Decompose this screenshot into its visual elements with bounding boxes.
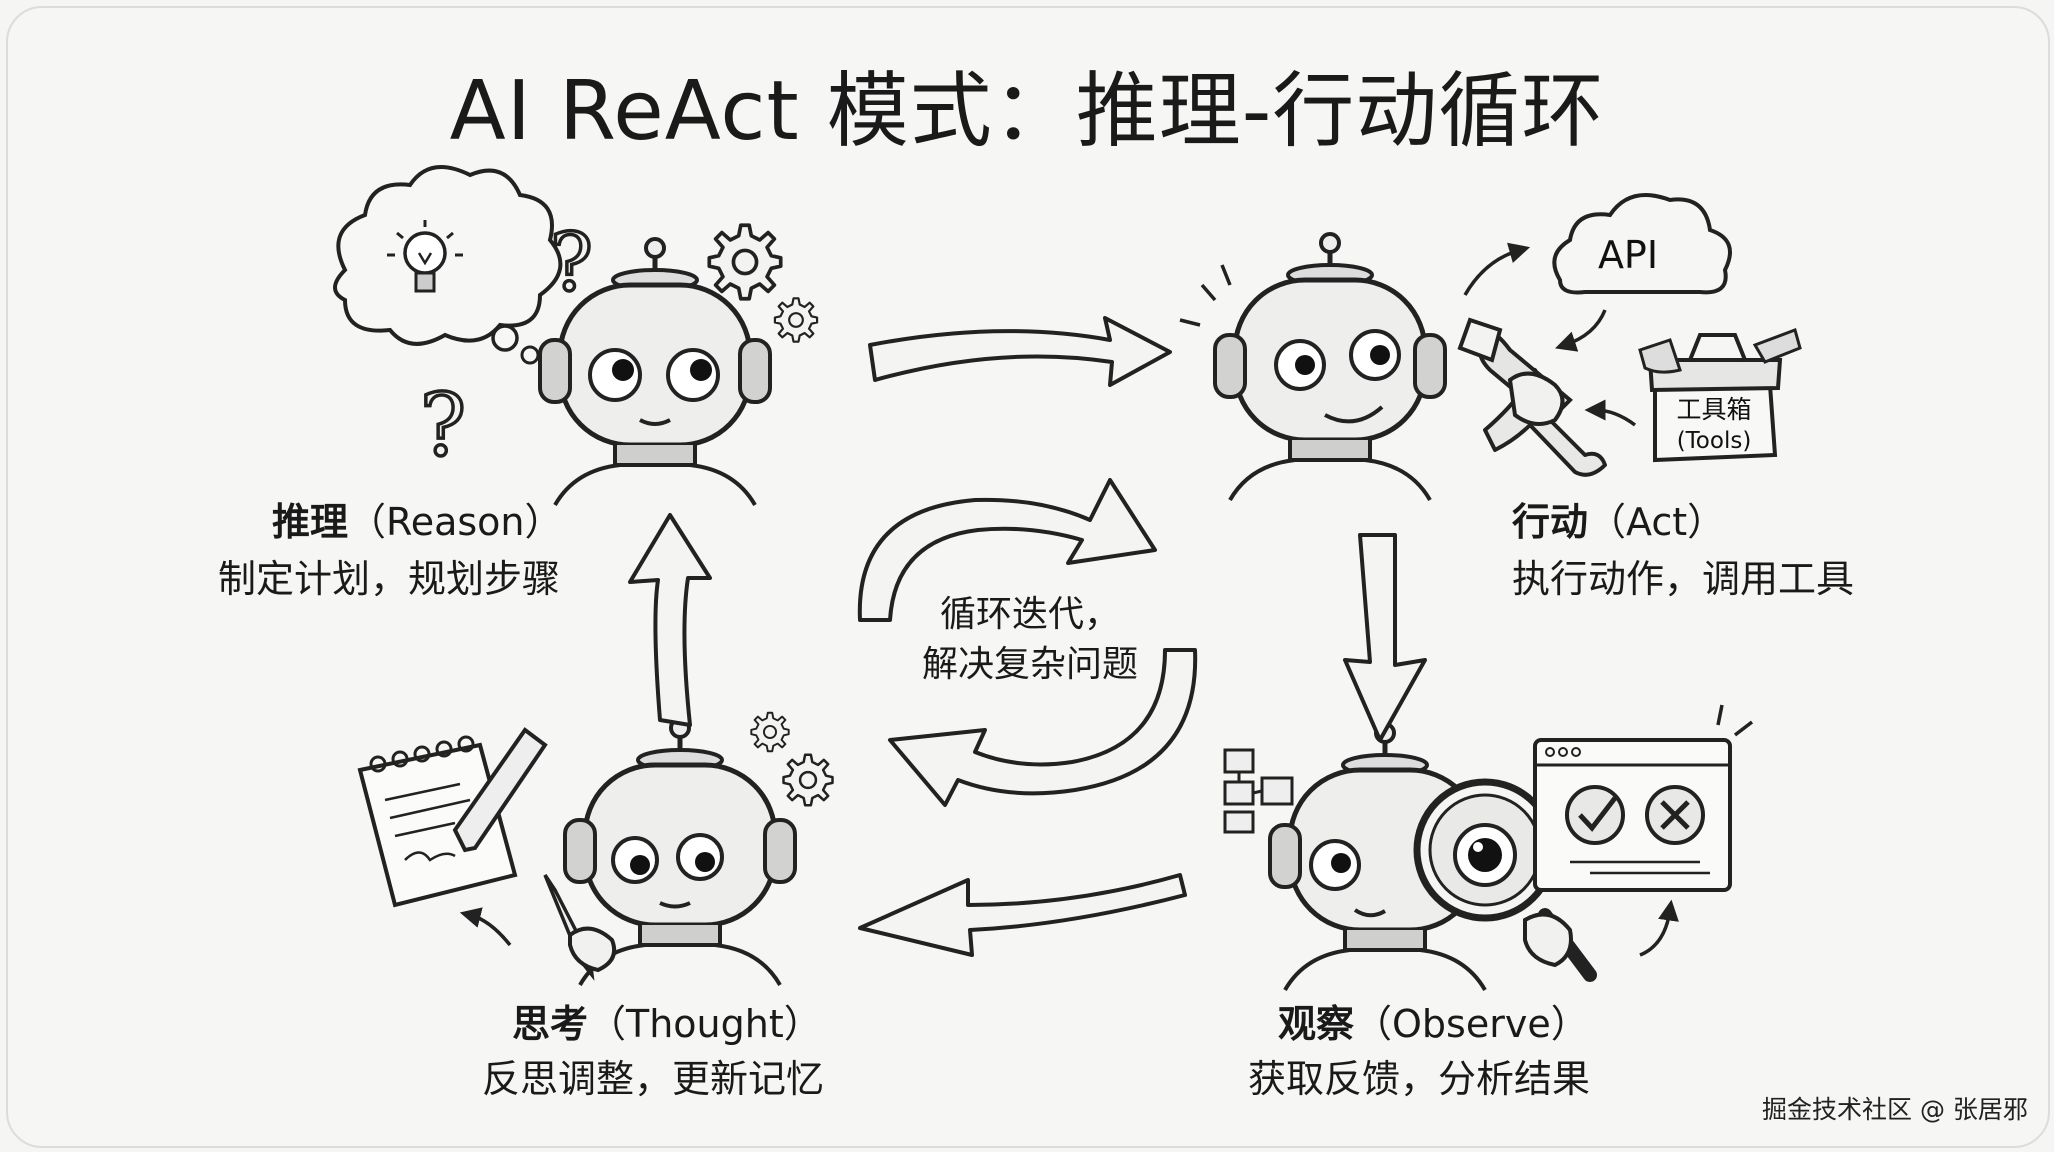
center-text: 循环迭代， 解决复杂问题 [880, 590, 1180, 690]
flowchart-icon [1225, 750, 1292, 832]
svg-text:(Tools): (Tools) [1677, 428, 1752, 454]
observe-label: 观察（Observe） [1278, 993, 1589, 1048]
center-line-2: 解决复杂问题 [880, 640, 1180, 690]
arrow-icon [1465, 250, 1520, 295]
act-desc: 执行动作，调用工具 [1512, 548, 1854, 603]
robot-hand-icon [1510, 374, 1563, 424]
thought-label: 思考（Thought） [512, 993, 822, 1048]
robot-hand-icon [570, 929, 614, 970]
question-mark-icon: ? [550, 216, 593, 309]
observe-title: 观察 [1278, 1002, 1354, 1046]
reason-desc: 制定计划，规划步骤 [218, 548, 560, 603]
act-title: 行动 [1512, 500, 1588, 544]
toolbox-icon: 工具箱 (Tools) [1640, 330, 1800, 460]
reason-label: 推理（Reason） [272, 491, 563, 546]
observe-desc: 获取反馈，分析结果 [1248, 1048, 1590, 1103]
arrow-icon [470, 915, 510, 945]
act-robot [1180, 234, 1445, 500]
arrow-icon [1595, 410, 1635, 425]
thought-title-en: （Thought） [588, 1002, 822, 1046]
watermark: 掘金技术社区 @ 张居邪 [1762, 1090, 2028, 1126]
arrow-reason-to-act [870, 318, 1170, 385]
question-mark-icon: ? [420, 376, 466, 476]
cloud-icon: API [1554, 195, 1730, 293]
thought-desc: 反思调整，更新记忆 [482, 1048, 824, 1103]
arrow-thought-to-reason [630, 515, 710, 725]
page-title: AI ReAct 模式：推理-行动循环 [0, 44, 2054, 163]
center-line-1: 循环迭代， [880, 590, 1180, 640]
reason-title-en: （Reason） [348, 500, 563, 544]
arrow-icon [1565, 310, 1605, 345]
arrow-observe-to-thought [860, 875, 1185, 955]
observe-title-en: （Observe） [1354, 1002, 1589, 1046]
thought-title: 思考 [512, 1002, 588, 1046]
reason-title: 推理 [272, 500, 348, 544]
act-title-en: （Act） [1588, 500, 1725, 544]
browser-window-icon [1535, 740, 1730, 890]
spark-lines [1718, 705, 1752, 735]
act-label: 行动（Act） [1512, 491, 1725, 546]
thought-cloud-icon [335, 167, 560, 363]
arrow-icon [1640, 910, 1670, 955]
svg-text:API: API [1598, 233, 1658, 277]
svg-text:工具箱: 工具箱 [1676, 395, 1751, 424]
arrow-act-to-observe [1345, 535, 1425, 740]
